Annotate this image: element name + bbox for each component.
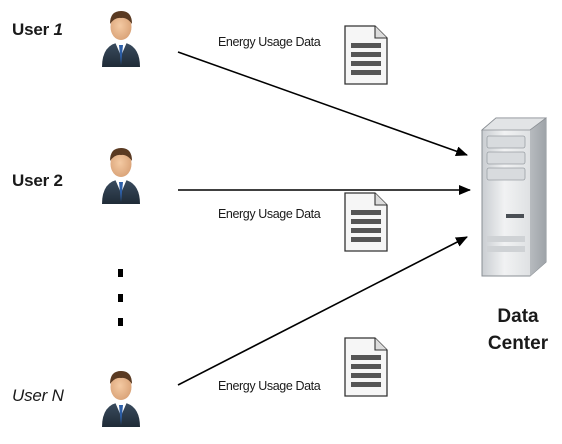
document-icon (344, 25, 388, 85)
arrow-user-1-to-data-center (177, 51, 468, 157)
data-center-label-line-2: Center (487, 333, 549, 354)
data-center-label: Data Center (478, 303, 558, 357)
document-icon (344, 337, 388, 397)
user-avatar-icon (102, 148, 140, 204)
edge-label-energy-usage-1: Energy Usage Data (218, 35, 321, 49)
user-avatar-icon (102, 11, 140, 67)
user-avatar-icon (102, 371, 140, 427)
user-n-label: User N (12, 386, 64, 405)
document-icon (344, 192, 388, 252)
ellipsis-dots (118, 269, 123, 326)
data-center-label-line-1: Data (497, 306, 539, 327)
user-2-label: User 2 (12, 171, 63, 190)
edge-label-energy-usage-n: Energy Usage Data (218, 379, 321, 393)
user-1-label: User 1 (12, 20, 63, 39)
edge-label-energy-usage-2: Energy Usage Data (218, 207, 321, 221)
server-icon (480, 117, 548, 277)
arrow-user-n-to-data-center (177, 236, 468, 386)
